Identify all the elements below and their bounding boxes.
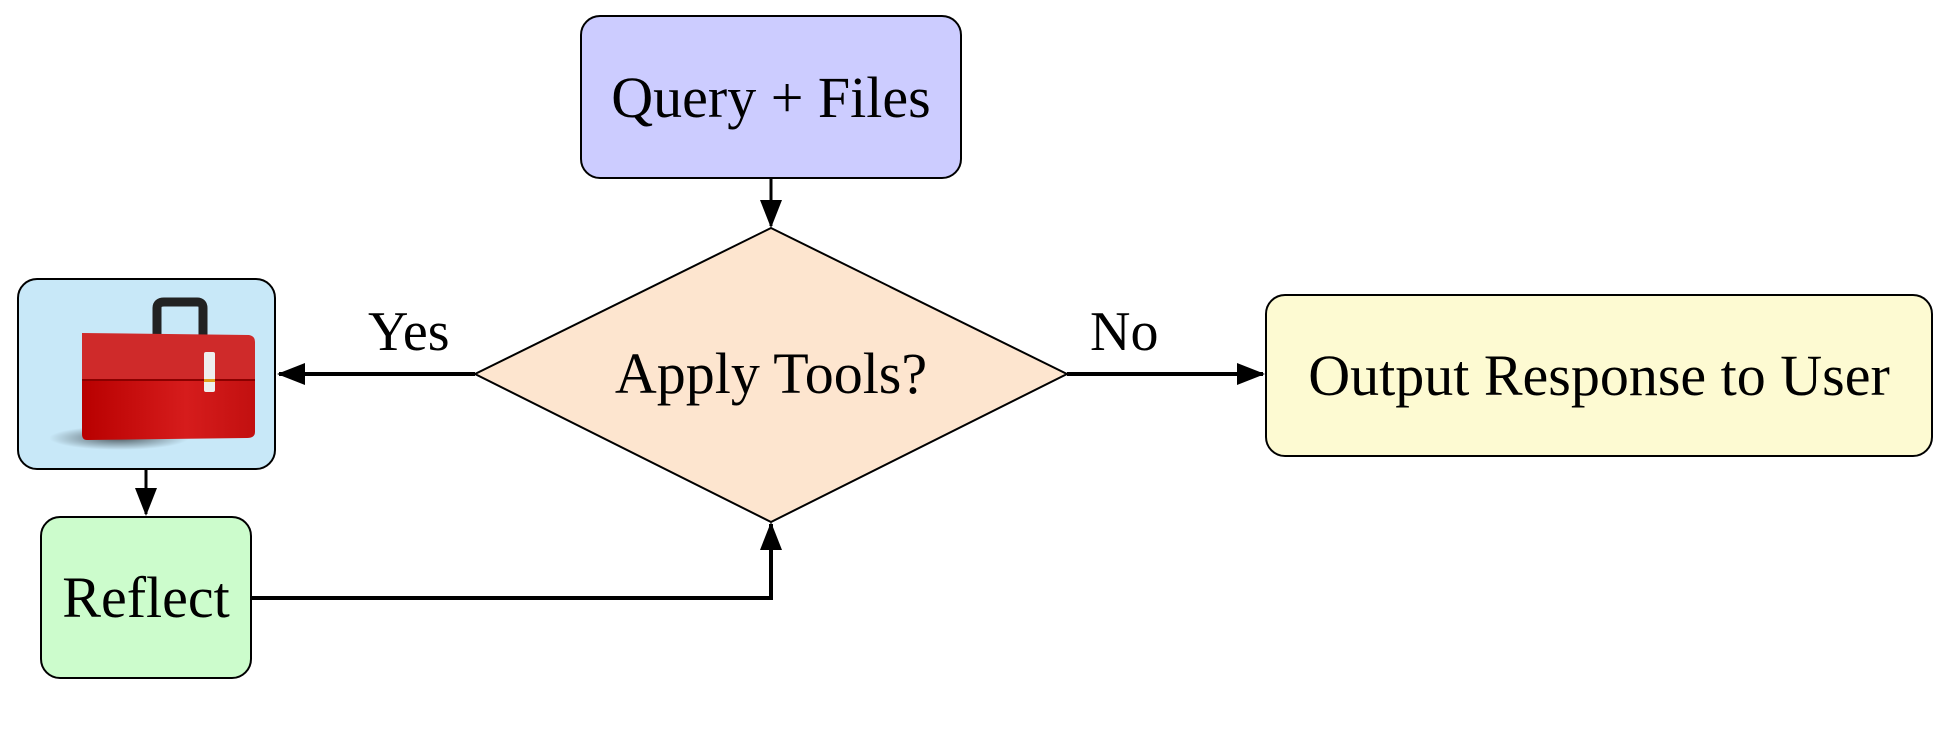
output-response-node: Output Response to User: [1265, 294, 1933, 457]
toolbox-icon: [49, 297, 255, 450]
query-files-label: Query + Files: [611, 64, 931, 130]
yes-edge-label: Yes: [368, 301, 450, 363]
query-files-node: Query + Files: [580, 15, 962, 179]
decision-label: Apply Tools?: [614, 341, 928, 406]
reflect-label: Reflect: [62, 565, 230, 630]
output-response-label: Output Response to User: [1308, 343, 1890, 408]
reflect-node: Reflect: [40, 516, 252, 679]
arrow-reflect-to-decision: [252, 522, 782, 600]
tools-node: [17, 278, 276, 470]
no-edge-label: No: [1090, 301, 1159, 363]
